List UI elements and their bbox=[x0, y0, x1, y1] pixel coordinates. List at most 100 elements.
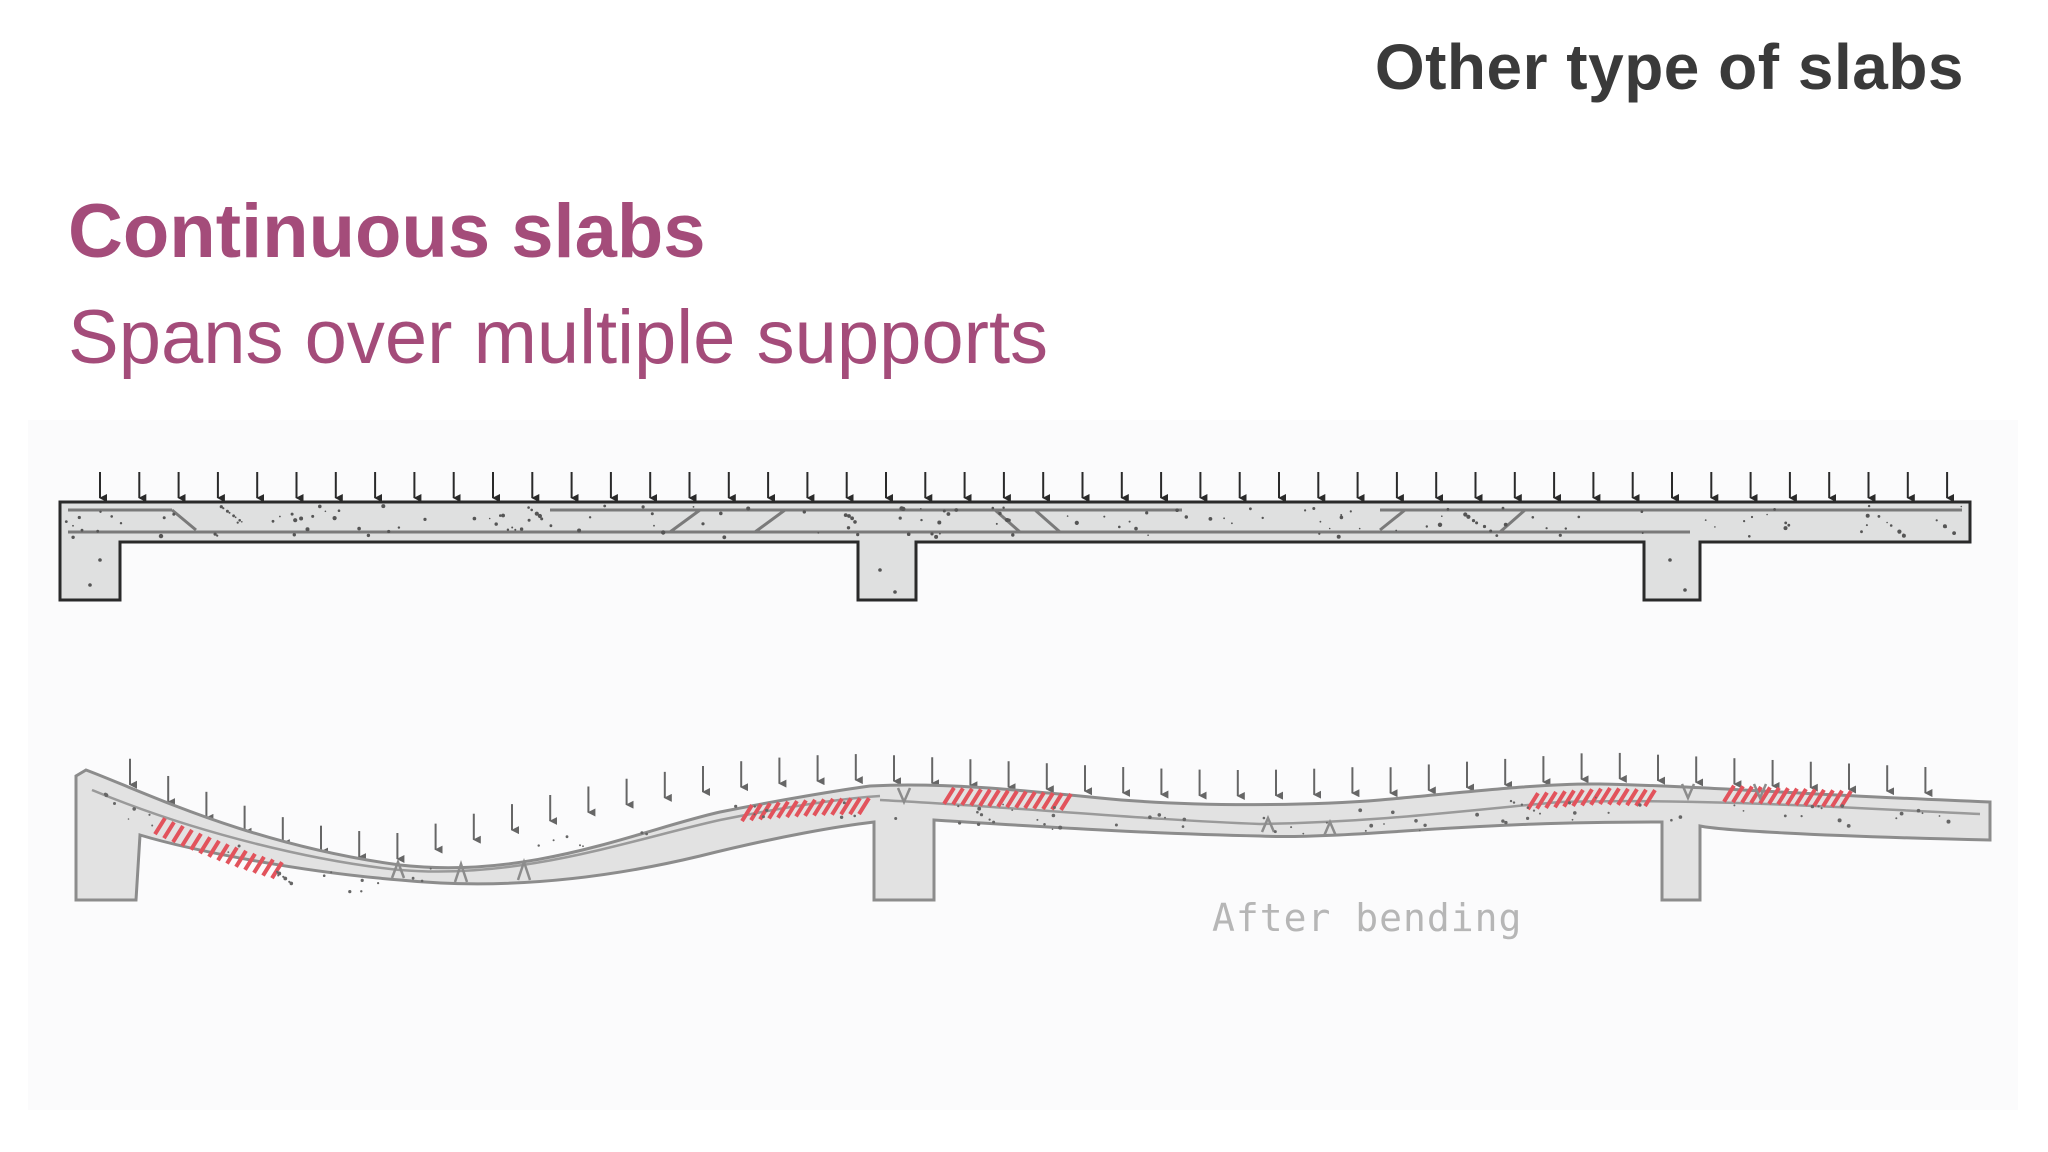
tension-hatch bbox=[252, 855, 266, 874]
tension-hatch bbox=[758, 802, 772, 821]
aggregate-dot bbox=[104, 793, 109, 798]
aggregate-dot bbox=[1526, 816, 1530, 821]
aggregate-dot bbox=[1148, 815, 1152, 819]
aggregate-dot bbox=[1520, 803, 1524, 806]
aggregate-dot bbox=[998, 511, 1002, 516]
aggregate-dot bbox=[1358, 808, 1363, 813]
aggregate-dot bbox=[1002, 506, 1005, 509]
aggregate-dot bbox=[946, 512, 951, 516]
aggregate-dot bbox=[225, 509, 229, 513]
aggregate-dot bbox=[1437, 522, 1443, 527]
aggregate-dot bbox=[530, 508, 533, 512]
tension-hatch bbox=[243, 852, 257, 871]
aggregate-dot bbox=[906, 532, 911, 536]
aggregate-dot bbox=[1181, 825, 1185, 828]
aggregate-dot bbox=[540, 517, 544, 521]
tension-hatch bbox=[839, 797, 853, 816]
aggregate-dot bbox=[511, 526, 514, 529]
tension-hatch bbox=[740, 804, 754, 823]
slide-title: Continuous slabs bbox=[68, 189, 706, 274]
aggregate-dot bbox=[1783, 526, 1788, 531]
aggregate-dot bbox=[1877, 515, 1881, 518]
aggregate-dot bbox=[653, 524, 655, 527]
tension-hatch bbox=[225, 846, 239, 865]
aggregate-dot bbox=[1733, 804, 1736, 807]
aggregate-dot bbox=[71, 535, 75, 539]
tension-hatch bbox=[1634, 788, 1648, 807]
tension-hatch bbox=[812, 798, 826, 817]
aggregate-dot bbox=[1471, 519, 1476, 523]
aggregate-dot bbox=[1418, 829, 1421, 832]
aggregate-dot bbox=[1889, 524, 1893, 527]
tension-hatch bbox=[1571, 788, 1585, 808]
aggregate-dot bbox=[1051, 813, 1056, 818]
aggregate-dot bbox=[324, 510, 327, 513]
aggregate-dot bbox=[1002, 803, 1004, 806]
tension-hatch bbox=[216, 843, 230, 862]
aggregate-dot bbox=[1638, 803, 1642, 807]
aggregate-dot bbox=[1336, 534, 1341, 539]
aggregate-dot bbox=[1899, 811, 1904, 816]
tension-hatch bbox=[1023, 791, 1037, 810]
aggregate-dot bbox=[930, 532, 934, 536]
aggregate-dot bbox=[1349, 510, 1352, 513]
aggregate-dot bbox=[640, 831, 644, 835]
aggregate-dot bbox=[527, 506, 530, 509]
aggregate-dot bbox=[98, 558, 102, 562]
tension-hatch bbox=[1776, 787, 1790, 806]
crack-marks bbox=[390, 783, 1768, 883]
aggregate-dot bbox=[292, 533, 296, 537]
tension-hatch bbox=[969, 788, 983, 807]
aggregate-dot bbox=[1128, 520, 1131, 523]
aggregate-dot bbox=[1182, 817, 1187, 822]
tension-hatch bbox=[1544, 790, 1558, 809]
aggregate-dot bbox=[1670, 818, 1673, 822]
tension-zone-hatching bbox=[153, 784, 1853, 880]
aggregate-dot bbox=[753, 813, 756, 816]
aggregate-dot bbox=[846, 526, 851, 530]
aggregate-dot bbox=[1539, 812, 1541, 815]
aggregate-dot bbox=[919, 508, 922, 510]
tension-hatch bbox=[1526, 792, 1540, 811]
aggregate-dot bbox=[992, 820, 996, 824]
aggregate-dot bbox=[701, 522, 705, 526]
tension-hatch bbox=[234, 849, 248, 868]
aggregate-dot bbox=[1526, 806, 1530, 809]
aggregate-dot bbox=[305, 527, 310, 532]
tension-hatch bbox=[1821, 789, 1835, 808]
aggregate-dot bbox=[603, 504, 607, 508]
top-rebar bbox=[68, 508, 1962, 532]
aggregate-dot bbox=[1364, 829, 1367, 832]
aggregate-dot bbox=[802, 510, 806, 514]
aggregate-dot bbox=[534, 511, 539, 516]
aggregate-dot bbox=[645, 832, 648, 836]
tension-hatch bbox=[198, 836, 212, 855]
aggregate-dot bbox=[765, 808, 769, 812]
aggregate-dot bbox=[241, 521, 243, 523]
deformed-slab-outline bbox=[74, 768, 1992, 902]
tension-hatch bbox=[162, 821, 176, 840]
aggregate-dot bbox=[1066, 515, 1069, 517]
distributed-load-arrows bbox=[99, 472, 1955, 502]
aggregate-dot bbox=[1641, 532, 1644, 534]
aggregate-dot bbox=[1640, 510, 1644, 513]
tension-hatch bbox=[1794, 787, 1808, 807]
aggregate-dot bbox=[172, 512, 176, 516]
aggregate-dot bbox=[1147, 534, 1149, 536]
aggregate-dot bbox=[237, 844, 241, 848]
aggregate-dot bbox=[1482, 524, 1487, 529]
aggregate-dot bbox=[898, 516, 902, 520]
undeformed-slab bbox=[58, 472, 1972, 602]
aggregate-dot bbox=[1531, 516, 1535, 519]
tension-hatch bbox=[776, 800, 790, 819]
aggregate-dot bbox=[957, 805, 960, 808]
aggregate-dot bbox=[1902, 533, 1905, 536]
aggregate-dot bbox=[88, 583, 92, 587]
deformed-slab bbox=[74, 752, 1992, 902]
aggregate-dot bbox=[1319, 520, 1322, 523]
aggregate-dot bbox=[1051, 828, 1054, 830]
aggregate-dot bbox=[1773, 508, 1776, 511]
aggregate-dot bbox=[1512, 801, 1516, 804]
aggregate-dot bbox=[641, 505, 645, 509]
tension-hatch bbox=[978, 788, 992, 807]
